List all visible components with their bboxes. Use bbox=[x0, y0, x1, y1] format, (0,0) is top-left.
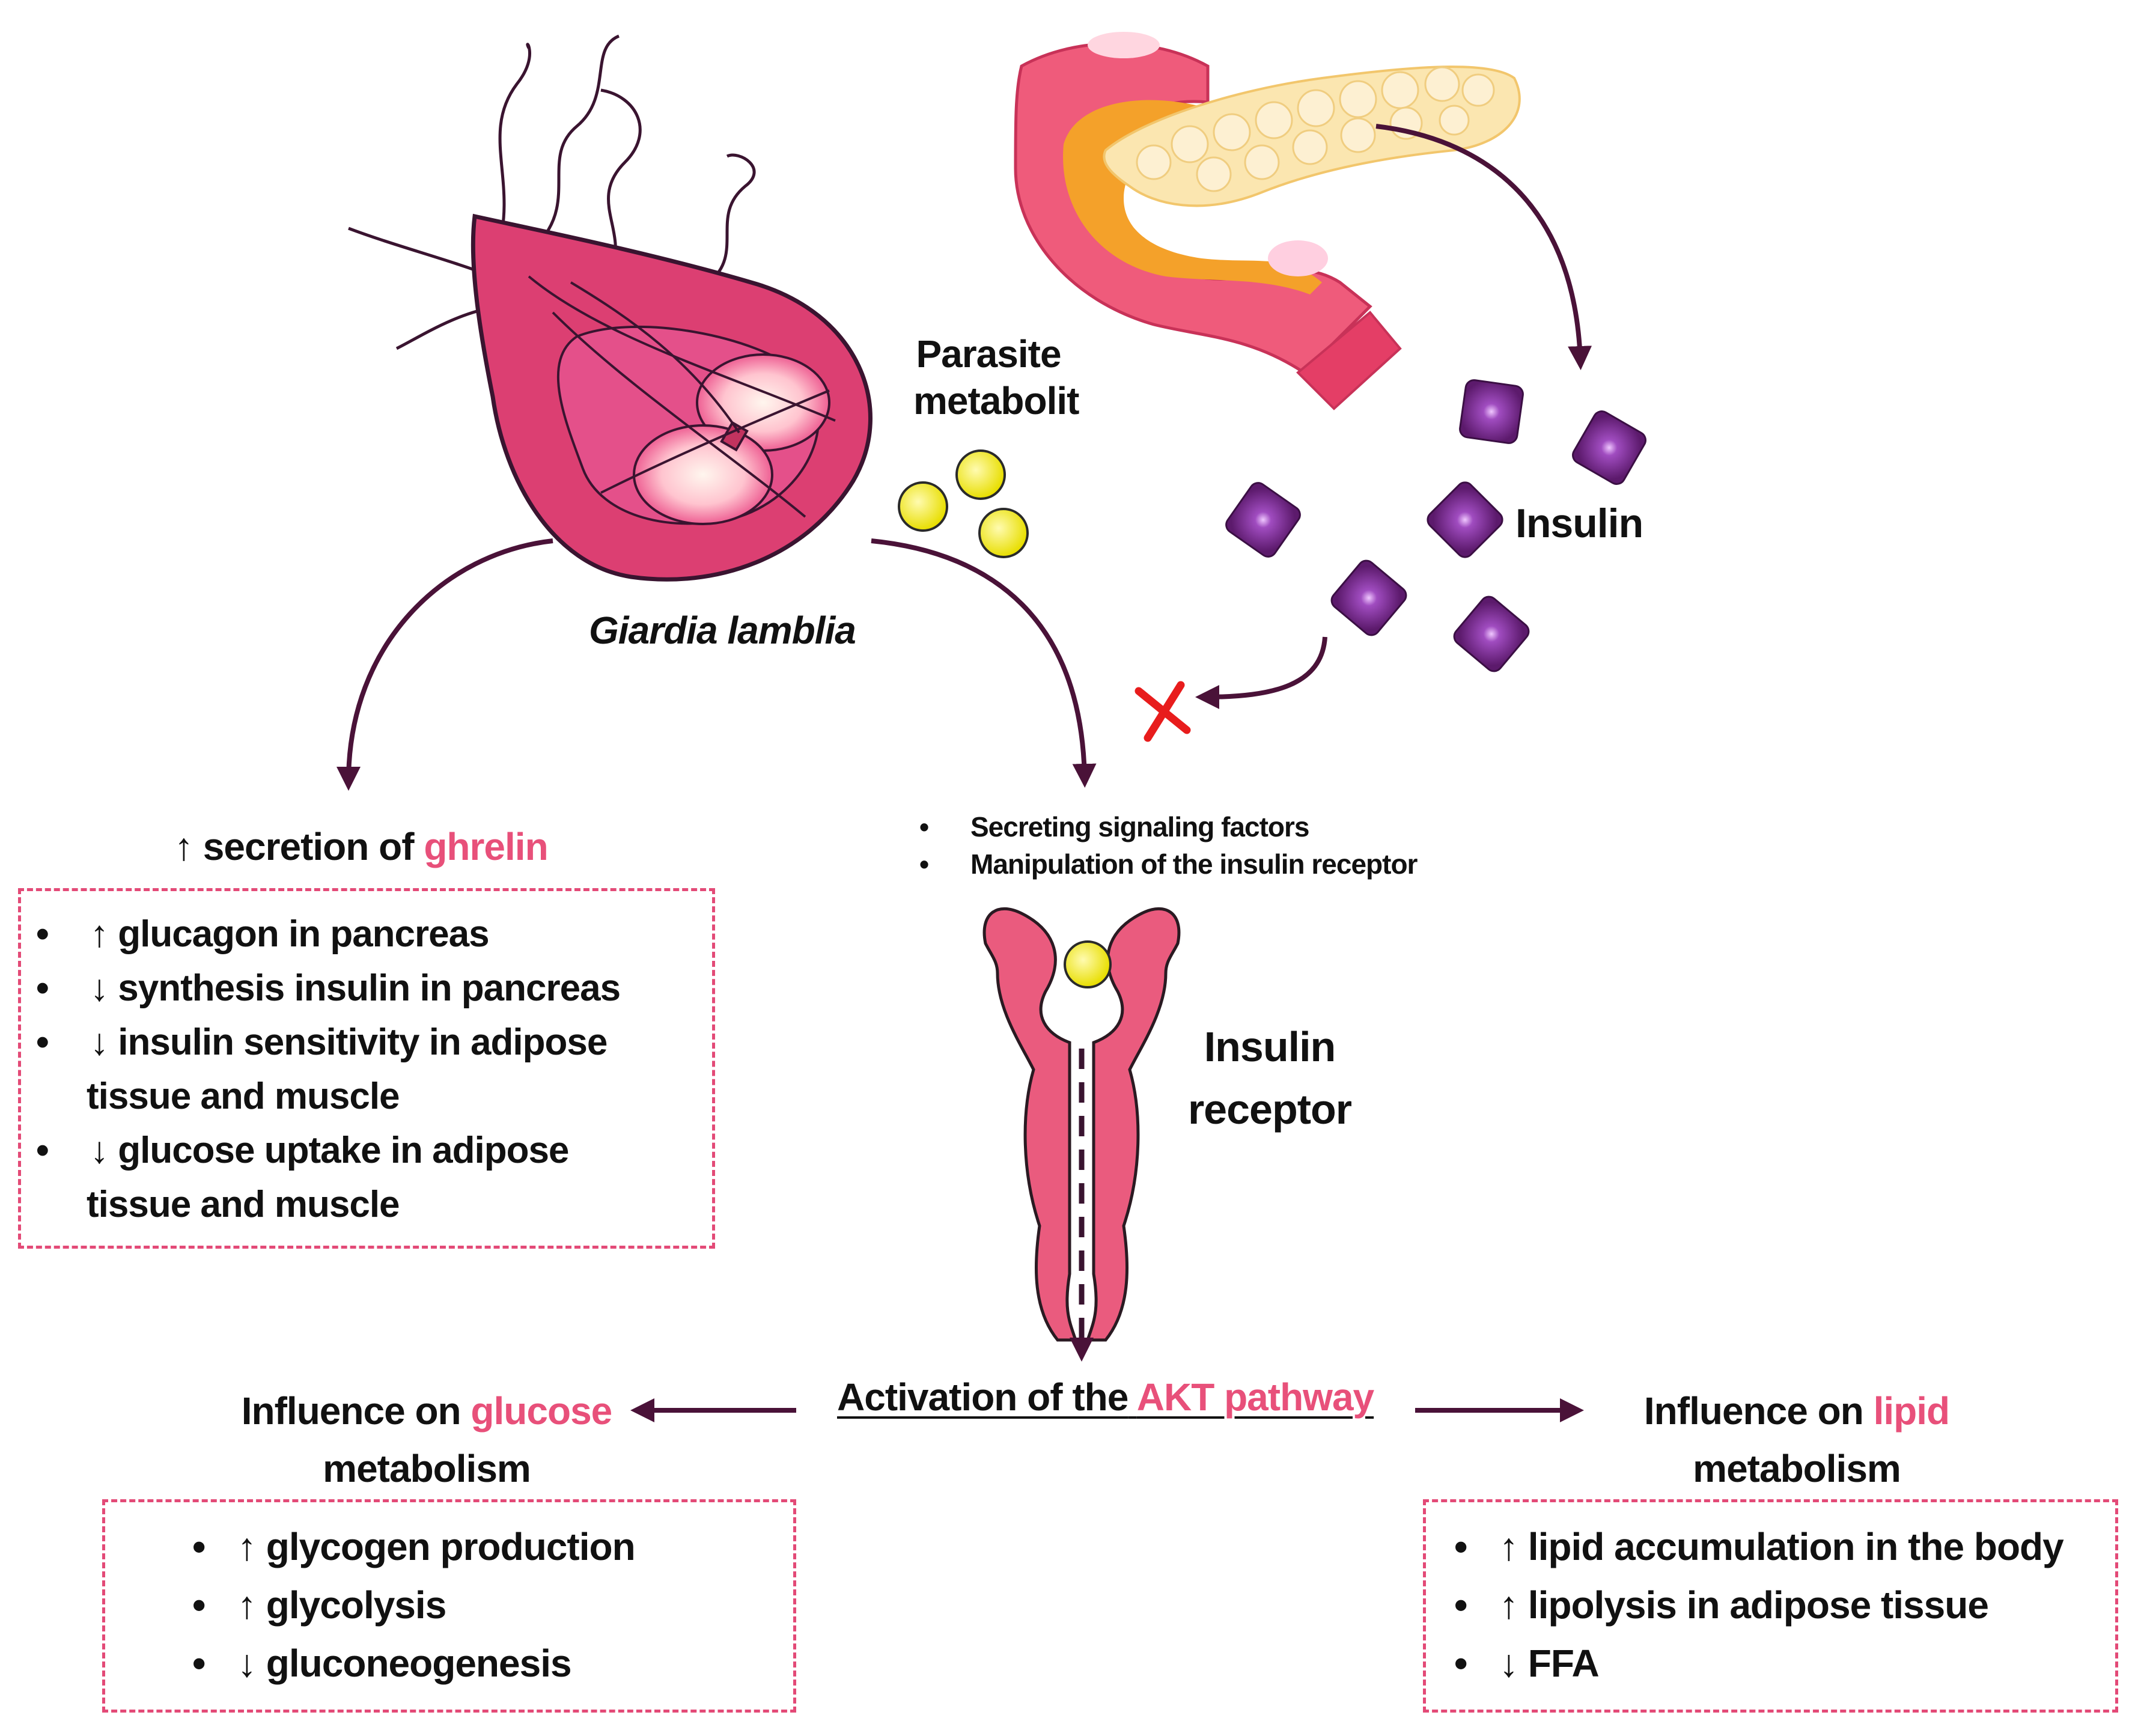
effect-text: lipolysis in adipose tissue bbox=[1527, 1583, 1989, 1627]
insulin-receptor-label: Insulin receptor bbox=[1183, 1016, 1357, 1141]
bullet-icon: • bbox=[919, 811, 929, 842]
bullet-icon: • bbox=[192, 1583, 206, 1627]
signaling-text: Secreting signaling factors bbox=[970, 811, 1309, 842]
glucose-heading: Influence on glucose metabolism bbox=[210, 1382, 643, 1497]
list-item: • ↑ glycolysis bbox=[192, 1576, 635, 1634]
effect-text: lipid accumulation in the body bbox=[1527, 1525, 2064, 1568]
up-arrow-icon: ↑ bbox=[237, 1583, 257, 1627]
parasite-metabolite-label: Parasite metabolit bbox=[913, 330, 1079, 424]
list-item: • ↓ insulin sensitivity in adipose tissu… bbox=[36, 1016, 703, 1124]
flow-arrows bbox=[337, 124, 1592, 1422]
ghrelin-highlight: ghrelin bbox=[424, 825, 548, 868]
ghrelin-heading-prefix: secretion of bbox=[203, 825, 415, 868]
list-item: • ↑ glycogen production bbox=[192, 1518, 636, 1576]
bullet-icon: • bbox=[36, 967, 49, 1009]
lipid-effects-list: • ↑ lipid accumulation in the body • ↑ l… bbox=[1454, 1518, 2064, 1693]
ghrelin-heading: ↑ secretion of ghrelin bbox=[174, 824, 549, 869]
down-arrow-icon: ↓ bbox=[90, 967, 109, 1009]
blocked-x-icon bbox=[1135, 681, 1191, 742]
akt-pathway-label: Activation of the AKT pathway bbox=[837, 1375, 1374, 1419]
insulin-molecule-icon bbox=[1225, 379, 1646, 672]
bullet-icon: • bbox=[1454, 1525, 1467, 1568]
arrow-pancreas-to-insulin bbox=[1375, 124, 1592, 370]
parasite-label-line1: Parasite bbox=[916, 332, 1061, 376]
lipid-highlight: lipid bbox=[1873, 1389, 1951, 1433]
lipid-effects-box bbox=[1423, 1499, 2118, 1713]
bullet-icon: • bbox=[192, 1642, 206, 1685]
metabolite-icon bbox=[898, 449, 1029, 558]
effect-text: gluconeogenesis bbox=[266, 1642, 572, 1685]
list-item: • Manipulation of the insulin receptor bbox=[919, 845, 1418, 883]
effect-text: insulin sensitivity in adipose bbox=[118, 1022, 608, 1063]
bullet-icon: • bbox=[1454, 1642, 1467, 1685]
list-item: • ↑ lipid accumulation in the body bbox=[1454, 1518, 2064, 1576]
list-item: • Secreting signaling factors bbox=[919, 808, 1417, 845]
up-arrow-icon: ↑ bbox=[90, 913, 109, 955]
glucose-heading-line2: metabolism bbox=[323, 1447, 531, 1490]
down-arrow-icon: ↓ bbox=[90, 1022, 109, 1063]
signaling-text: Manipulation of the insulin receptor bbox=[970, 848, 1418, 880]
up-arrow-icon: ↑ bbox=[1499, 1583, 1518, 1627]
bullet-icon: • bbox=[192, 1525, 206, 1568]
list-item: • ↓ glucose uptake in adipose tissue and… bbox=[36, 1124, 703, 1232]
pancreas-icon bbox=[1014, 32, 1521, 410]
arrow-giardia-to-ghrelin bbox=[337, 538, 553, 791]
ghrelin-effects-list: • ↑ glucagon in pancreas • ↓ synthesis i… bbox=[36, 907, 703, 1232]
lipid-heading-line2: metabolism bbox=[1693, 1447, 1901, 1490]
lipid-heading-prefix: Influence on bbox=[1643, 1389, 1864, 1433]
effect-text: glucagon in pancreas bbox=[118, 913, 489, 955]
up-arrow-icon: ↑ bbox=[1499, 1525, 1518, 1568]
effect-text-continued: tissue and muscle bbox=[87, 1184, 400, 1225]
list-item: • ↑ glucagon in pancreas bbox=[36, 907, 703, 961]
effect-text: glycogen production bbox=[266, 1525, 636, 1568]
effect-text: glucose uptake in adipose bbox=[118, 1130, 569, 1171]
insulin-label: Insulin bbox=[1515, 501, 1643, 546]
lipid-heading: Influence on lipid metabolism bbox=[1586, 1382, 2007, 1497]
glucose-heading-prefix: Influence on bbox=[241, 1389, 461, 1433]
giardia-cell-icon bbox=[471, 213, 873, 582]
bullet-icon: • bbox=[36, 1022, 49, 1063]
bullet-icon: • bbox=[36, 913, 49, 955]
glucose-effects-box bbox=[102, 1499, 796, 1713]
down-arrow-icon: ↓ bbox=[1499, 1642, 1518, 1685]
down-arrow-icon: ↓ bbox=[90, 1130, 109, 1171]
akt-prefix: Activation of the bbox=[837, 1375, 1128, 1419]
insulin-receptor-icon bbox=[982, 907, 1181, 1342]
receptor-label-line1: Insulin bbox=[1204, 1023, 1336, 1070]
bullet-icon: • bbox=[919, 848, 929, 880]
arrow-insulin-blocked bbox=[1195, 636, 1327, 709]
list-item: • ↑ lipolysis in adipose tissue bbox=[1454, 1576, 2063, 1634]
glucose-highlight: glucose bbox=[471, 1389, 612, 1433]
bullet-icon: • bbox=[36, 1130, 49, 1171]
effect-text: glycolysis bbox=[266, 1583, 446, 1627]
signaling-list: • Secreting signaling factors • Manipula… bbox=[919, 808, 1418, 883]
bullet-icon: • bbox=[1454, 1583, 1467, 1627]
down-arrow-icon: ↓ bbox=[237, 1642, 257, 1685]
list-item: • ↓ gluconeogenesis bbox=[192, 1634, 635, 1693]
receptor-label-line2: receptor bbox=[1187, 1086, 1352, 1133]
up-arrow-icon: ↑ bbox=[237, 1525, 257, 1568]
giardia-label: Giardia lamblia bbox=[589, 609, 856, 652]
glucose-effects-list: • ↑ glycogen production • ↑ glycolysis •… bbox=[192, 1518, 636, 1693]
list-item: • ↓ FFA bbox=[1454, 1634, 2063, 1693]
effect-text: synthesis insulin in pancreas bbox=[118, 967, 621, 1009]
list-item: • ↓ synthesis insulin in pancreas bbox=[36, 961, 703, 1016]
ghrelin-effects-box bbox=[18, 888, 715, 1249]
akt-highlight: AKT pathway bbox=[1136, 1375, 1374, 1419]
arrow-giardia-to-receptor bbox=[871, 538, 1097, 788]
up-arrow-icon: ↑ bbox=[174, 825, 193, 868]
effect-text-continued: tissue and muscle bbox=[87, 1076, 400, 1117]
parasite-label-line2: metabolit bbox=[913, 379, 1079, 422]
effect-text: FFA bbox=[1527, 1642, 1600, 1685]
